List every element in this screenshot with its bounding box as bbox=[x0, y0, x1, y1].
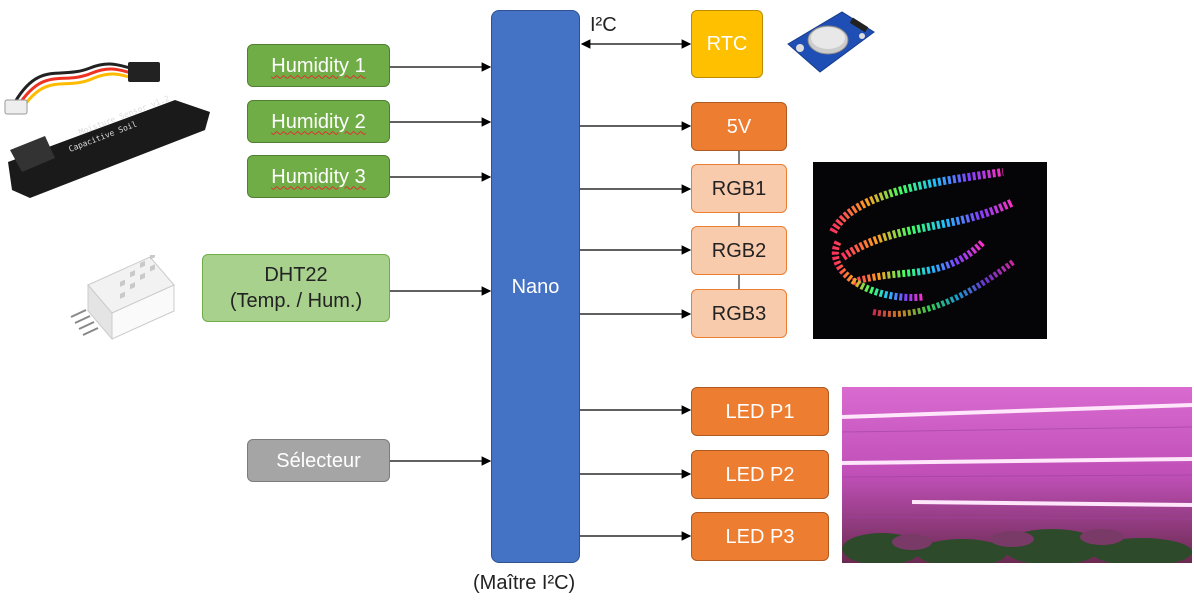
rgb3-box: RGB3 bbox=[691, 289, 787, 338]
rgb1-label: RGB1 bbox=[711, 177, 767, 200]
dht22-box: DHT22 (Temp. / Hum.) bbox=[202, 254, 390, 322]
led-p3-box: LED P3 bbox=[691, 512, 829, 561]
power-5v-box: 5V bbox=[691, 102, 787, 151]
dht22-sublabel: (Temp. / Hum.) bbox=[229, 290, 363, 312]
led-p1-label: LED P1 bbox=[725, 400, 795, 423]
led-p3-label: LED P3 bbox=[725, 525, 795, 548]
led-p2-box: LED P2 bbox=[691, 450, 829, 499]
nano-label: Nano bbox=[511, 275, 560, 298]
humidity3-label: Humidity 3 bbox=[271, 165, 366, 188]
rtc-label: RTC bbox=[706, 33, 748, 55]
led-p1-box: LED P1 bbox=[691, 387, 829, 436]
selector-box: Sélecteur bbox=[247, 439, 390, 482]
humidity1-box: Humidity 1 bbox=[247, 44, 390, 87]
dht22-label: DHT22 bbox=[264, 264, 328, 286]
rgb3-label: RGB3 bbox=[711, 302, 767, 325]
soil-moisture-sensor-image: Capacitive Soil Moisture Sensor v1.2 bbox=[4, 62, 210, 198]
power-5v-label: 5V bbox=[726, 115, 752, 138]
rtc-module-image bbox=[787, 11, 875, 73]
humidity1-label: Humidity 1 bbox=[271, 54, 366, 77]
rgb2-box: RGB2 bbox=[691, 226, 787, 275]
rgb-led-strip-image bbox=[813, 162, 1047, 339]
nano-subtitle: (Maître I²C) bbox=[473, 572, 576, 594]
humidity3-box: Humidity 3 bbox=[247, 155, 390, 198]
led-p2-label: LED P2 bbox=[725, 463, 795, 486]
dht22-sensor-image bbox=[70, 255, 175, 341]
selector-label: Sélecteur bbox=[276, 449, 361, 472]
humidity2-box: Humidity 2 bbox=[247, 100, 390, 143]
nano-controller: Nano bbox=[491, 10, 580, 563]
i2c-bus-label: I²C bbox=[590, 14, 617, 36]
rgb2-label: RGB2 bbox=[711, 239, 767, 262]
rgb1-box: RGB1 bbox=[691, 164, 787, 213]
rtc-box: RTC bbox=[691, 10, 763, 78]
grow-led-lights-image bbox=[842, 387, 1192, 563]
humidity2-label: Humidity 2 bbox=[271, 110, 366, 133]
